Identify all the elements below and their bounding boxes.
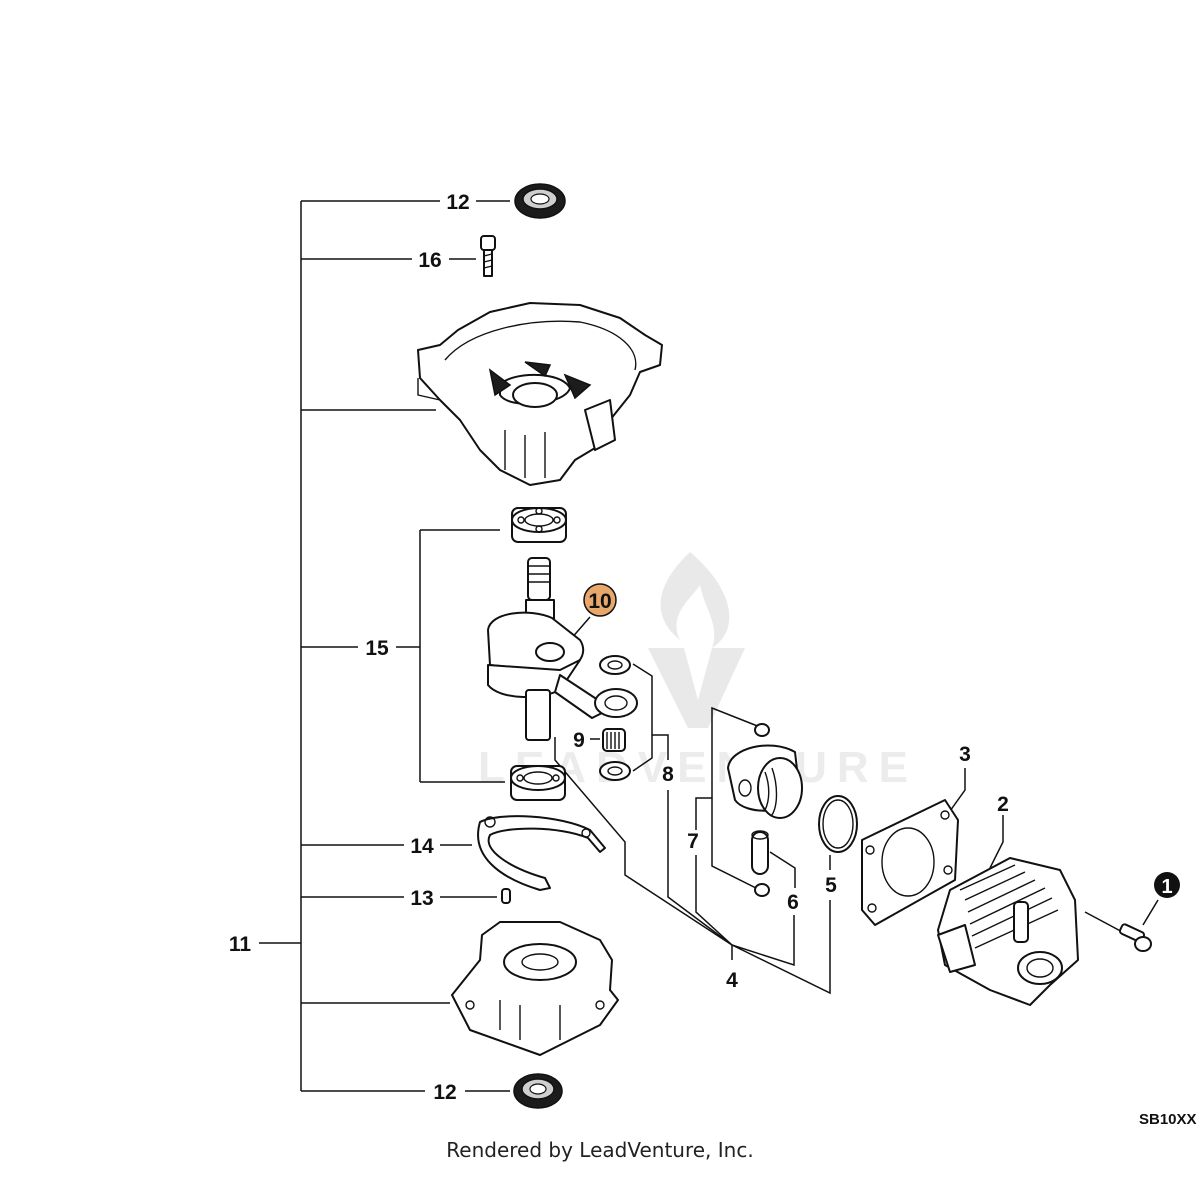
piston-pin [751,830,769,875]
crankcase-gasket [477,815,606,891]
piston [727,744,803,819]
needle-bearing [602,728,626,752]
callout-12-bottom[interactable]: 12 [433,1081,456,1104]
callout-8[interactable]: 8 [662,763,674,786]
circlip-bottom [754,883,770,897]
cylinder-bolt [1118,923,1152,952]
footer-credit: Rendered by LeadVenture, Inc. [446,1138,754,1162]
callout-11[interactable]: 11 [229,933,252,956]
callout-10: 10 [588,590,611,613]
callout-9[interactable]: 9 [573,729,585,752]
callout-16[interactable]: 16 [418,249,441,272]
callout-1: 1 [1161,876,1172,898]
callout-1-badge[interactable]: 1 [1154,872,1180,898]
callout-5[interactable]: 5 [825,874,837,897]
leader-lines [259,200,1159,1092]
callout-14[interactable]: 14 [410,835,434,858]
oil-seal-top [514,183,566,219]
crankshaft [487,557,638,741]
upper-crankcase [417,302,663,486]
thrust-washer-top [599,655,631,675]
cylinder-gasket [861,799,959,926]
callout-12-top[interactable]: 12 [446,191,469,214]
ball-bearing-upper [511,507,567,543]
cylinder [937,857,1079,1006]
ball-bearing-lower [510,765,566,801]
callout-10-badge[interactable]: 10 [583,583,617,617]
callout-6[interactable]: 6 [787,891,799,914]
callout-4[interactable]: 4 [726,969,738,992]
callout-15[interactable]: 15 [365,637,389,660]
callout-7[interactable]: 7 [687,830,699,853]
piston-ring [818,795,858,853]
oil-seal-bottom [513,1073,563,1109]
callout-13[interactable]: 13 [410,887,433,910]
thrust-washer-bottom [599,761,631,781]
callout-labels: 12 16 15 9 8 7 14 13 11 12 4 6 5 3 2 [229,191,1009,1104]
circlip-top [754,723,770,737]
bolt-16 [480,235,496,277]
diagram-code: SB10XX [1139,1111,1197,1128]
callout-3[interactable]: 3 [959,743,971,766]
lower-crankcase [451,921,619,1056]
callout-2[interactable]: 2 [997,793,1009,816]
dowel-pin [501,888,511,904]
